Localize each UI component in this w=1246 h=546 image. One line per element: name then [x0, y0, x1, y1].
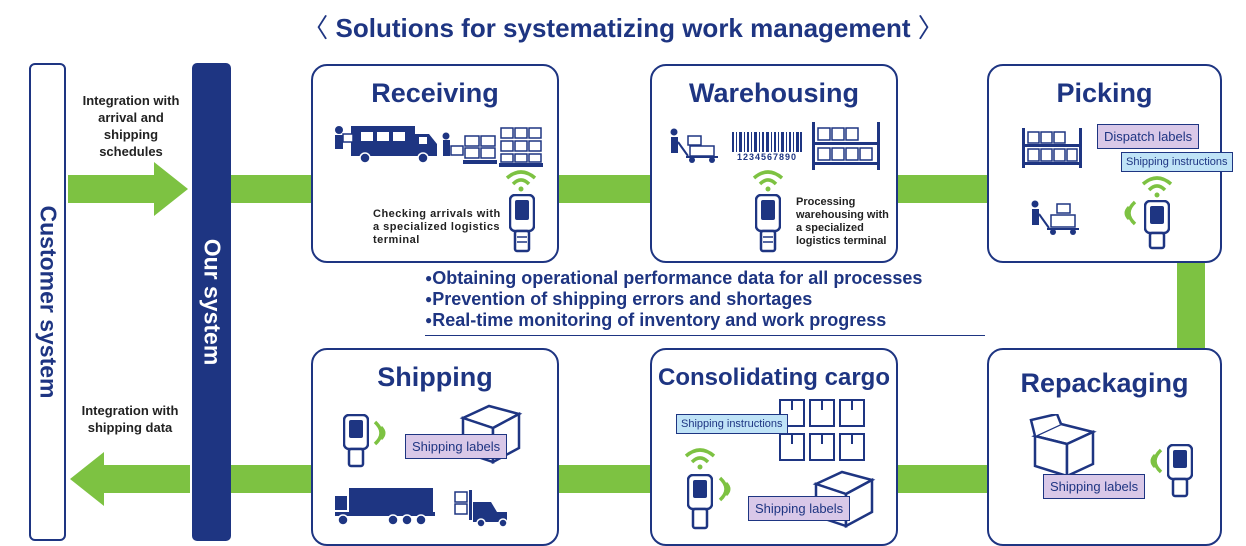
handheld-terminal-icon — [755, 194, 781, 253]
open-box-icon — [1029, 414, 1097, 478]
benefits-divider — [425, 335, 985, 336]
connector-repackaging-to-consolidating — [896, 465, 989, 493]
handheld-terminal-icon — [1144, 200, 1170, 250]
worker-with-boxes-icon — [442, 132, 497, 164]
picking-shelf-icon — [1022, 128, 1082, 168]
repackaging-box: Repackaging Shipping labels — [987, 348, 1222, 546]
receiving-title: Receiving — [371, 78, 499, 108]
wireless-signal-icon — [684, 448, 716, 470]
consolidating-title: Consolidating cargo — [657, 364, 890, 391]
barcode-number: 1234567890 — [736, 152, 798, 162]
benefit-item: Real-time monitoring of inventory and wo… — [425, 310, 922, 331]
picking-title: Picking — [1056, 78, 1153, 108]
customer-system-label: Customer system — [35, 205, 61, 399]
title-right-bracket: 〉 — [917, 13, 944, 43]
integration-top-note: Integration with arrival and shipping sc… — [82, 93, 180, 159]
receiving-note: Checking arrivals with a specialized log… — [373, 208, 501, 246]
hand-cart-worker-icon — [670, 128, 718, 163]
warehousing-title: Warehousing — [688, 78, 859, 108]
title-text: Solutions for systematizing work managem… — [335, 13, 911, 43]
hand-cart-worker-icon — [1031, 200, 1079, 235]
picking-box: Picking Dispatch labels Shipping instruc… — [987, 64, 1233, 263]
wireless-signal-icon — [1141, 176, 1173, 198]
forklift-icon — [454, 490, 508, 528]
connector-our-to-receiving — [231, 175, 313, 203]
handheld-terminal-icon — [687, 474, 713, 530]
shipping-labels-tag: Shipping labels — [405, 434, 508, 459]
diagram-title: 〈 Solutions for systematizing work manag… — [0, 8, 1246, 45]
our-system-label: Our system — [199, 238, 225, 366]
connector-warehousing-to-picking — [896, 175, 989, 203]
consolidating-box: Consolidating cargo Shipping instruction… — [650, 348, 898, 546]
benefit-item: Prevention of shipping errors and shorta… — [425, 289, 922, 310]
handheld-terminal-icon — [1167, 444, 1193, 498]
integration-bottom-note: Integration with shipping data — [81, 403, 179, 435]
connector-receiving-to-warehousing — [557, 175, 652, 203]
warehouse-shelf-icon — [812, 122, 880, 170]
arrow-to-customer-system — [70, 452, 190, 506]
shipping-instructions-tag: Shipping instructions — [1121, 152, 1233, 172]
shipping-labels-tag: Shipping labels — [748, 496, 851, 521]
connector-picking-to-repackaging — [1177, 258, 1205, 350]
truck-icon — [335, 126, 437, 164]
dispatch-labels-tag: Dispatch labels — [1097, 124, 1200, 149]
truck-icon — [335, 488, 435, 526]
handheld-terminal-icon — [509, 194, 535, 253]
receiving-box: Receiving Checking arrivals with a spe — [311, 64, 559, 263]
benefit-item: Obtaining operational performance data f… — [425, 268, 922, 289]
benefits-list: Obtaining operational performance data f… — [425, 268, 922, 331]
box-grid-icon — [779, 399, 865, 461]
pallet-stack-icon — [499, 127, 543, 167]
connector-consolidating-to-shipping — [557, 465, 652, 493]
our-system-bar: Our system — [192, 63, 231, 541]
warehousing-box: Warehousing 1234567890 Processing wareho… — [650, 64, 898, 263]
shipping-box: Shipping Shipping labels — [311, 348, 559, 546]
shipping-labels-tag: Shipping labels — [1043, 474, 1146, 499]
connector-shipping-to-our — [231, 465, 313, 493]
side-signal-icon — [1124, 200, 1137, 226]
shipping-title: Shipping — [377, 362, 493, 392]
arrow-to-our-system — [68, 162, 188, 216]
customer-system-bar: Customer system — [29, 63, 66, 541]
side-signal-icon — [1150, 448, 1163, 474]
repackaging-title: Repackaging — [1020, 368, 1189, 398]
wireless-signal-icon — [752, 170, 784, 192]
wireless-signal-icon — [505, 170, 537, 192]
warehousing-note: Processing warehousing with a specialize… — [796, 196, 889, 247]
side-signal-icon — [718, 476, 731, 502]
handheld-terminal-icon — [343, 414, 369, 468]
side-signal-icon — [373, 420, 386, 446]
barcode-icon — [732, 132, 802, 152]
title-left-bracket: 〈 — [302, 13, 329, 43]
shipping-instructions-tag: Shipping instructions — [676, 414, 788, 434]
